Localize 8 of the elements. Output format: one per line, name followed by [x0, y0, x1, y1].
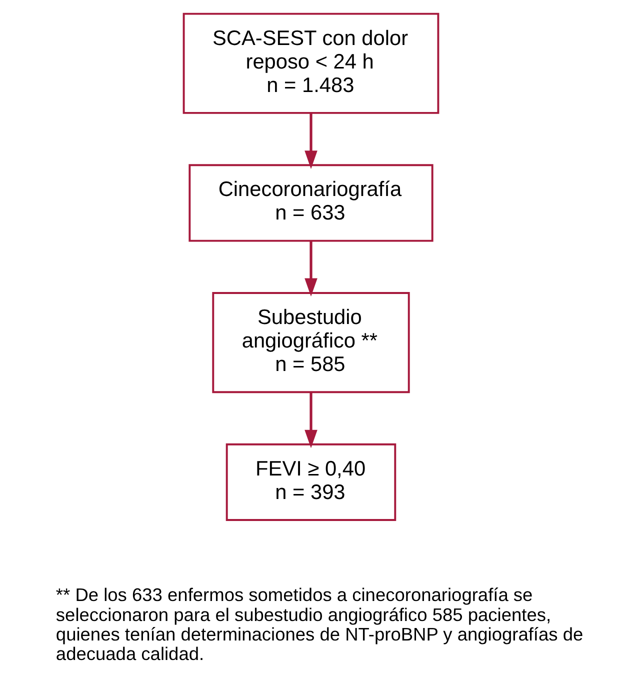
node-box: Subestudio angiográfico ** n = 585	[212, 292, 410, 394]
node-box: SCA-SEST con dolor reposo < 24 h n = 1.483	[182, 12, 440, 114]
node-box: FEVI ≥ 0,40 n = 393	[226, 443, 396, 521]
arrow	[304, 392, 318, 448]
node-box: Cinecoronariografía n = 633	[188, 164, 434, 242]
label: ** De los 633 enfermos sometidos a cinecoronariografía se seleccionaron para el subestudio angiográfico 585 pacientes, quienes tenían determinaciones de NT-proBNP y angiografías de adecuada calidad.	[56, 584, 584, 664]
arrow	[304, 241, 318, 297]
arrow	[304, 112, 318, 169]
